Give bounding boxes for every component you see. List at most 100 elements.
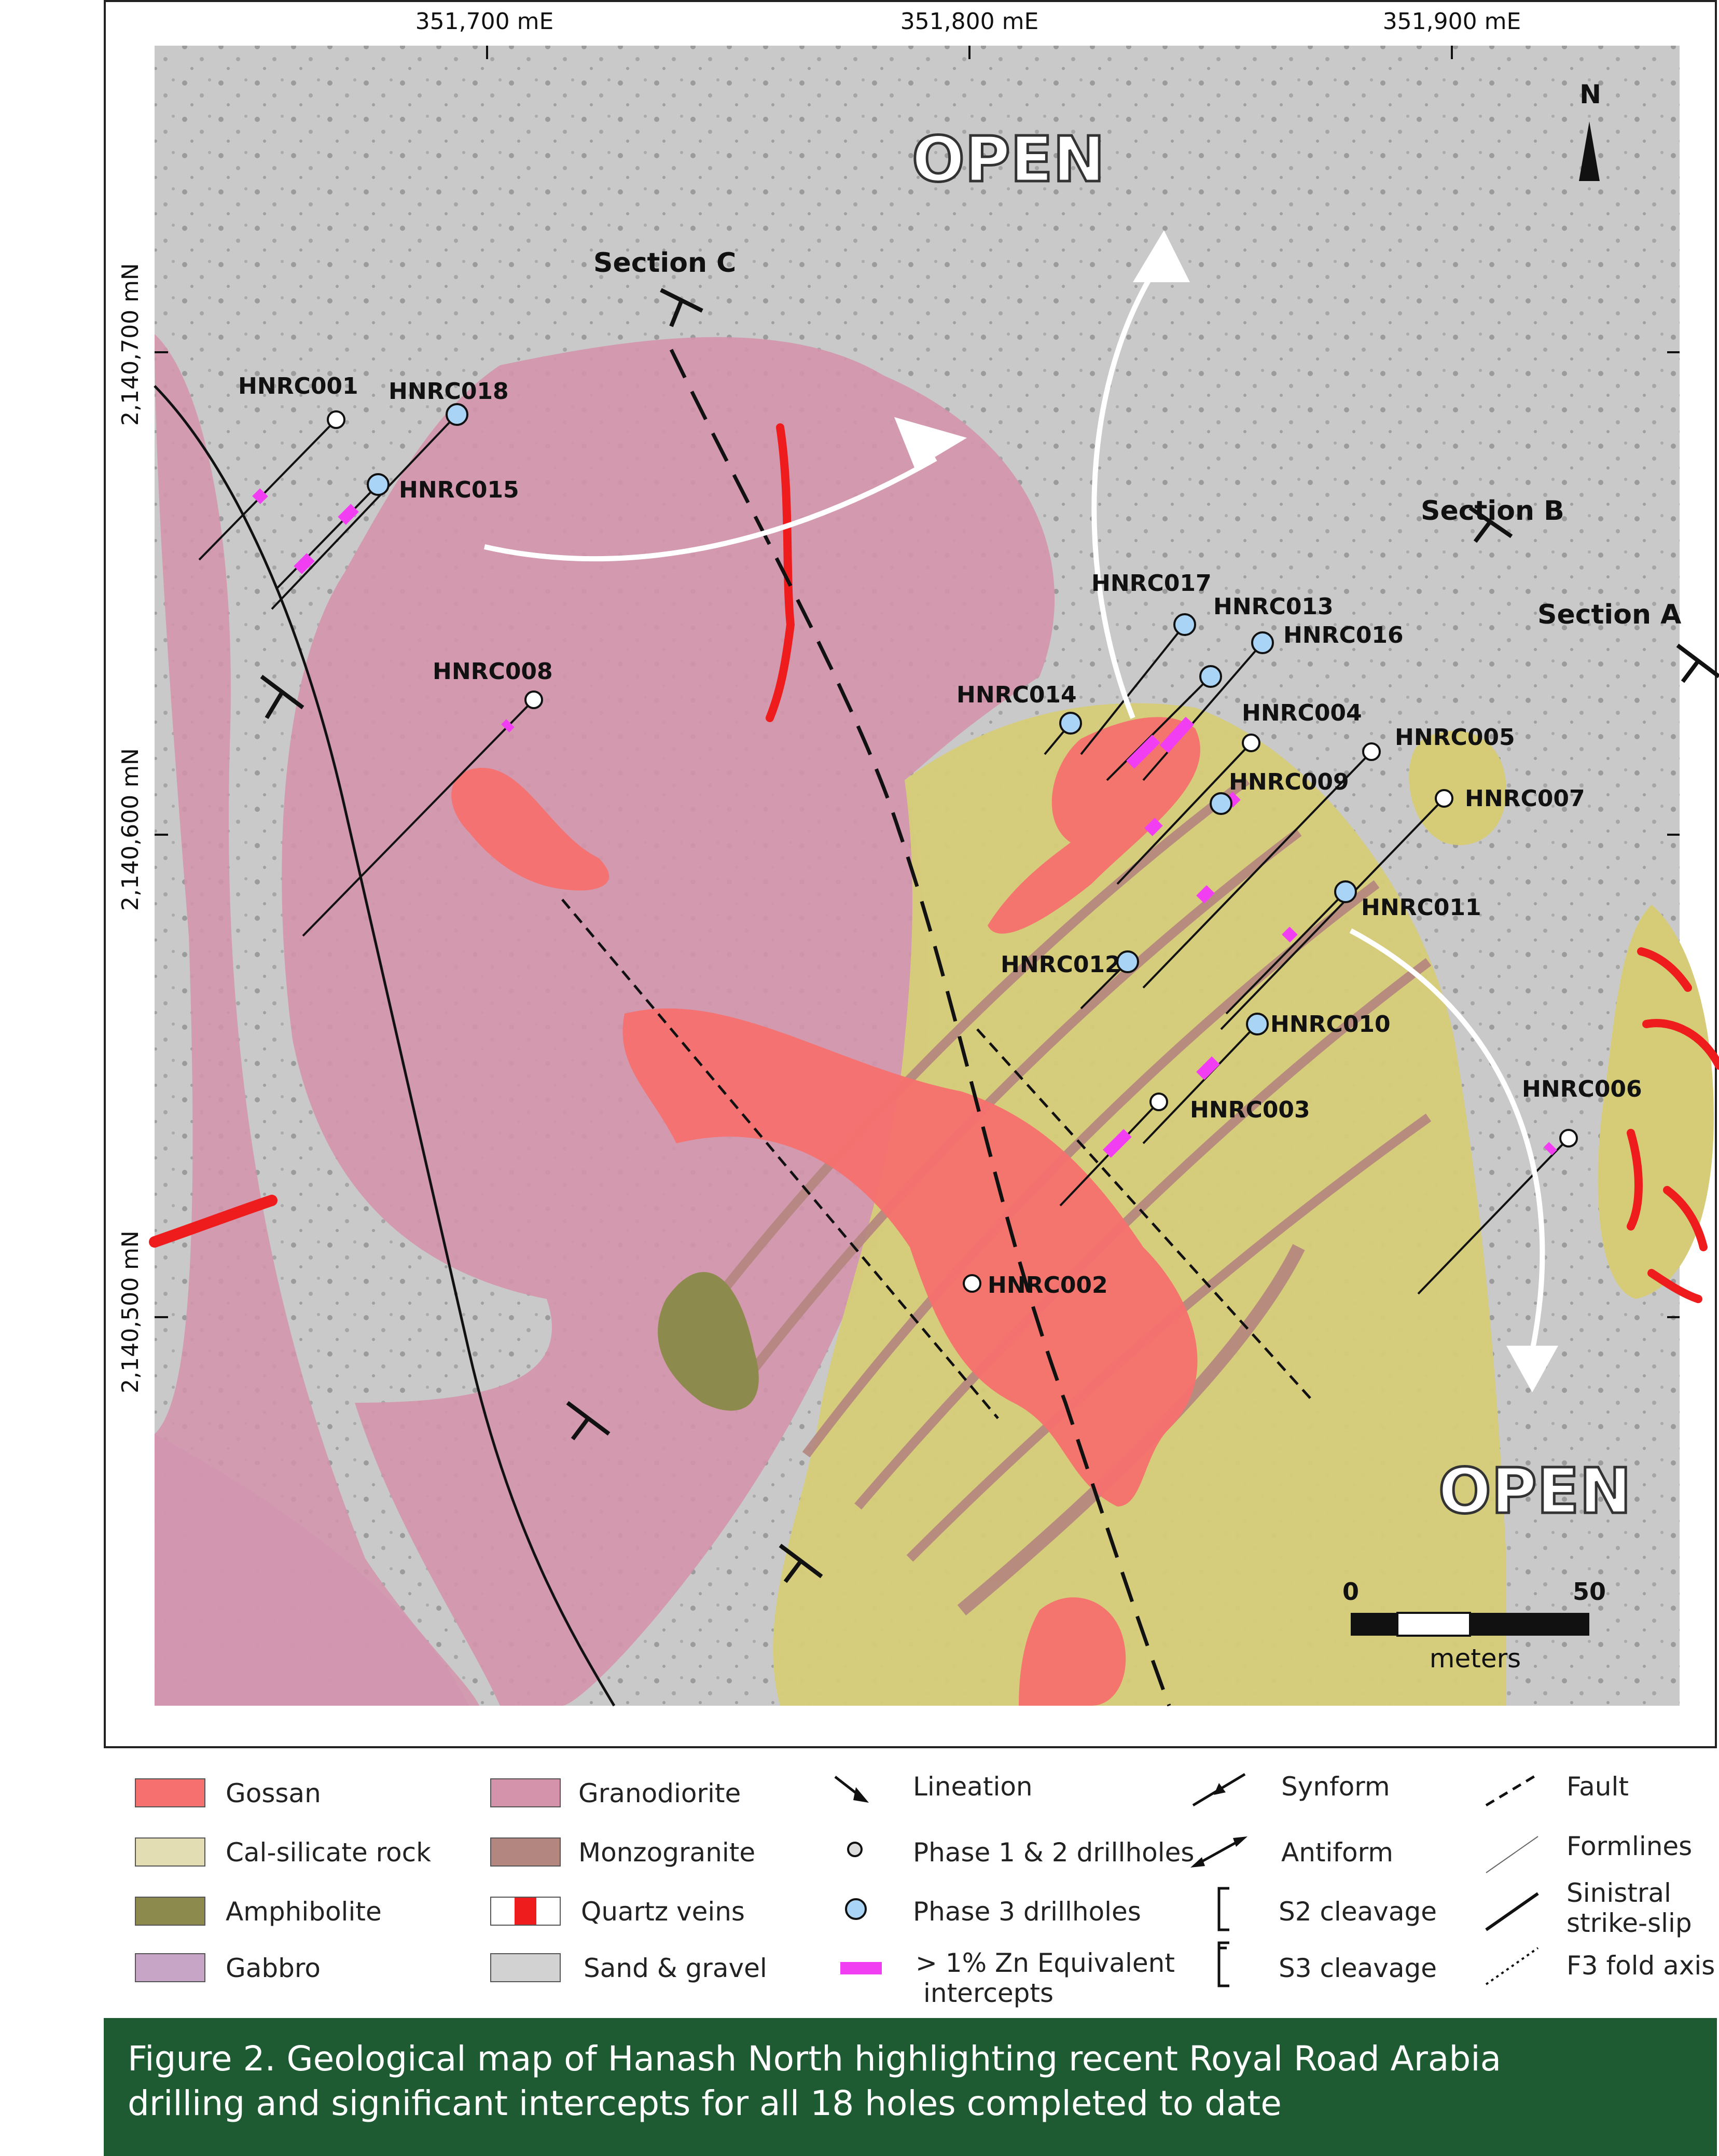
legend-sinistral-line2: strike-slip [1566, 1908, 1692, 1938]
fold-axis-antiform [976, 1028, 1315, 1404]
legend-s2: S2 cleavage [1279, 1897, 1437, 1927]
legend-lineation: Lineation [913, 1772, 1033, 1802]
figure-caption: Figure 2. Geological map of Hanash North… [104, 2018, 1717, 2156]
scale-min: 0 [1342, 1578, 1359, 1606]
easting-label-3: 351,900 mE [1383, 8, 1521, 35]
calsilicate-swatch [135, 1837, 205, 1867]
legend-sand-gravel: Sand & gravel [584, 1953, 767, 1983]
easting-label-1: 351,700 mE [415, 8, 554, 35]
hole-label: HNRC003 [1190, 1097, 1310, 1123]
hole-label: HNRC009 [1229, 769, 1349, 795]
s2-cleavage-icon [1217, 1887, 1229, 1931]
hole-label: HNRC002 [988, 1272, 1108, 1298]
hole-label: HNRC010 [1270, 1011, 1391, 1038]
sinistral-strike-slip-icon [1485, 1892, 1539, 1931]
legend-f3: F3 fold axis [1566, 1951, 1715, 1981]
gossan-central [622, 1008, 1198, 1507]
section-c-label: Section C [593, 247, 736, 279]
legend-s3: S3 cleavage [1279, 1953, 1437, 1983]
fold-axis-synform [561, 899, 999, 1419]
open-arrowheads [894, 230, 1558, 1392]
zn-intercepts [252, 488, 1557, 1158]
gabbro-swatch [135, 1953, 205, 1982]
hole-label: HNRC016 [1283, 622, 1404, 648]
open-label-south: OPEN [1438, 1456, 1631, 1528]
quartz-veins-swatch [490, 1897, 561, 1926]
sinistral-strike-slip [154, 385, 616, 1707]
legend-gossan: Gossan [226, 1778, 321, 1808]
northing-label-2: 2,140,600 mN [117, 748, 144, 911]
gossan-west [451, 768, 609, 891]
grid-ticks [155, 46, 1680, 1318]
legend-granodiorite: Granodiorite [578, 1778, 741, 1808]
legend-sinistral-line1: Sinistral [1566, 1878, 1671, 1908]
open-direction-arrows [483, 270, 1545, 1351]
fault-main [669, 349, 1171, 1707]
fault-icon [1485, 1773, 1539, 1807]
hole-label: HNRC013 [1213, 593, 1334, 620]
north-label: N [1579, 79, 1601, 109]
synform-icon [1192, 1773, 1246, 1807]
legend-phase12: Phase 1 & 2 drillholes [913, 1837, 1195, 1868]
amphibolite-swatch [135, 1897, 205, 1926]
legend-quartz-veins: Quartz veins [581, 1897, 745, 1927]
legend-monzogranite: Monzogranite [578, 1837, 756, 1868]
phase12-drillhole-icon [847, 1842, 863, 1857]
formlines-icon [1486, 1836, 1538, 1873]
section-a-label: Section A [1537, 599, 1681, 630]
hole-label: HNRC008 [433, 658, 553, 685]
s3-cleavage-icon [1217, 1941, 1229, 1987]
drillhole-traces [198, 413, 1570, 1295]
open-label-north: OPEN [912, 124, 1105, 196]
north-arrow-icon [1579, 121, 1600, 181]
scale-bar [1351, 1612, 1589, 1637]
northing-label-1: 2,140,700 mN [117, 263, 144, 426]
gossan-swatch [135, 1778, 205, 1807]
hole-label: HNRC007 [1465, 785, 1585, 812]
legend-fault: Fault [1566, 1772, 1629, 1802]
scale-max: 50 [1573, 1578, 1606, 1606]
phase3-drillhole-icon [845, 1898, 867, 1920]
caption-line-2: drilling and significant intercepts for … [128, 2083, 1282, 2123]
hole-label: HNRC018 [389, 378, 509, 405]
hole-label: HNRC015 [399, 477, 519, 503]
legend-calsilicate: Cal-silicate rock [226, 1837, 432, 1868]
legend-antiform: Antiform [1281, 1837, 1393, 1868]
hole-label: HNRC012 [1001, 951, 1121, 978]
geological-map: N 351,700 mE 351,800 mE 351,900 mE 2,140… [117, 8, 1719, 1707]
section-b-label: Section B [1421, 495, 1564, 527]
calsilicate-outcrop-east [1598, 905, 1714, 1299]
zn-intercept-icon [840, 1962, 882, 1974]
hole-label: HNRC017 [1091, 570, 1212, 597]
gossan-south [1019, 1597, 1126, 1706]
map-legend: Gossan Cal-silicate rock Amphibolite Gab… [104, 1748, 1717, 2018]
legend-synform: Synform [1281, 1772, 1390, 1802]
sand-gravel-swatch [490, 1953, 561, 1982]
amphibolite-unit [658, 1272, 759, 1411]
drillhole-collars [327, 403, 1578, 1293]
granodiorite-swatch [490, 1778, 561, 1807]
antiform-icon [1190, 1836, 1247, 1868]
gossan-north [988, 717, 1200, 934]
scale-unit: meters [1430, 1643, 1521, 1674]
hole-label: HNRC001 [238, 373, 358, 399]
map-frame: N 351,700 mE 351,800 mE 351,900 mE 2,140… [104, 0, 1719, 1748]
legend-formlines: Formlines [1566, 1831, 1693, 1861]
hole-label: HNRC005 [1395, 724, 1515, 751]
hole-label: HNRC011 [1361, 894, 1481, 921]
hole-label: HNRC004 [1242, 700, 1362, 726]
legend-amphibolite: Amphibolite [226, 1897, 382, 1927]
legend-phase3: Phase 3 drillholes [913, 1897, 1141, 1927]
section-markers [260, 288, 1719, 1583]
legend-zn-line2: intercepts [923, 1978, 1054, 2008]
legend-gabbro: Gabbro [226, 1953, 321, 1983]
calsilicate-outcrop-northeast [1409, 730, 1506, 846]
hole-label: HNRC006 [1522, 1076, 1642, 1102]
monzogranite-swatch [490, 1837, 561, 1867]
lineation-icon [834, 1776, 869, 1803]
northing-label-3: 2,140,500 mN [117, 1231, 144, 1393]
legend-zn-line1: > 1% Zn Equivalent [916, 1948, 1175, 1978]
easting-label-2: 351,800 mE [900, 8, 1039, 35]
hole-label: HNRC014 [956, 682, 1077, 708]
quartz-veins [149, 423, 1719, 1303]
